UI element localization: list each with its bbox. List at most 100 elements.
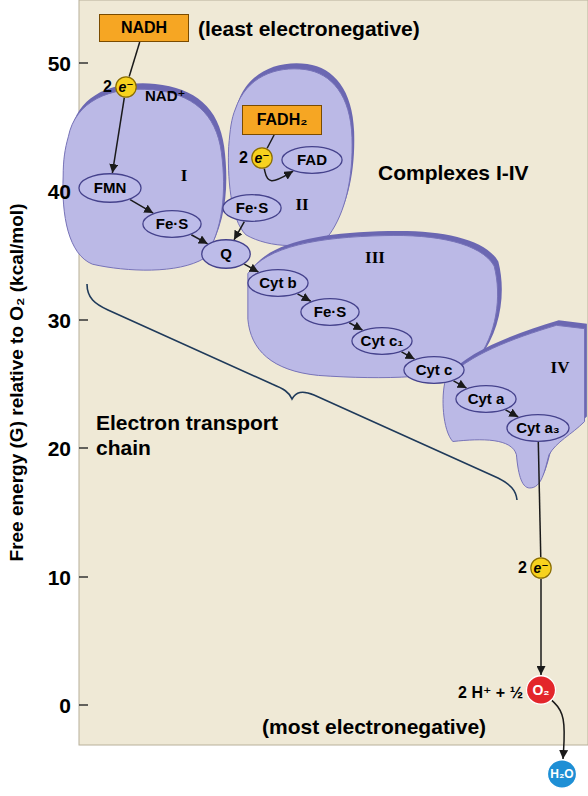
complex-body — [63, 89, 224, 270]
note-label: (most electronegative) — [262, 715, 486, 738]
shape-fill — [143, 211, 201, 238]
tick-label: 20 — [48, 437, 71, 460]
tick-label: 40 — [48, 180, 71, 203]
carrier-text: Cyt c — [416, 361, 453, 379]
electron-flow-arrow — [402, 352, 415, 359]
product-label: NAD⁺ — [145, 87, 185, 104]
shape-fill — [507, 415, 569, 442]
electron-symbol: e⁻ — [254, 151, 269, 165]
carrier-text: Fe·S — [236, 199, 269, 217]
tick-label: 30 — [48, 309, 71, 332]
carrier-text: Cyt a — [468, 390, 505, 408]
reactant-label: 2 H⁺ + ½ — [458, 684, 523, 701]
carrier-text: Cyt c₁ — [361, 332, 404, 350]
electron-flow-arrow — [191, 235, 207, 244]
carrier-ellipse: Cyt b — [247, 269, 309, 297]
axis-title: Free energy (G) relative to O₂ (kcal/mol… — [7, 203, 28, 561]
water-circle: H₂O — [547, 759, 577, 789]
carrier-text: Fe·S — [156, 215, 189, 233]
shape-fill — [282, 147, 342, 174]
complex-i: I FMN Fe·S — [58, 78, 230, 274]
electron-count: 2 — [518, 559, 527, 577]
carrier-text: Cyt a₃ — [516, 419, 560, 437]
complex-numeral: III — [365, 248, 385, 268]
bracket-label: Electron transport chain — [96, 411, 278, 459]
electron-circle: e⁻ — [251, 147, 273, 169]
carrier-ellipse: FMN — [78, 173, 142, 203]
oxygen-circle: O₂ — [526, 675, 556, 705]
carrier-text: Q — [220, 245, 232, 263]
tick-label-slot: 10 — [48, 565, 71, 590]
electron-donor-box: NADH — [99, 14, 189, 42]
formula-text: H₂O — [550, 765, 573, 783]
shape-fill — [248, 270, 308, 297]
complex-body — [443, 325, 584, 488]
tick-label-slot: 20 — [48, 436, 71, 461]
note-label: (least electronegative) — [198, 17, 420, 40]
carrier-text: Cyt b — [259, 274, 297, 292]
formula-text: O₂ — [532, 681, 549, 699]
electron-count: 2 — [239, 149, 248, 167]
carrier-ellipse: FAD — [281, 146, 343, 174]
electron-flow-arrow — [540, 579, 542, 675]
donor-text: FADH₂ — [257, 111, 308, 129]
electron-flow-arrow — [267, 135, 274, 148]
electron-pair: 2 e⁻ — [518, 557, 552, 579]
electron-flow-arrow — [298, 294, 311, 301]
complex-iii: III Cyt b Fe·S Cyt c₁ — [240, 228, 502, 380]
tick-label: 0 — [59, 694, 71, 717]
carrier-text: Fe·S — [314, 303, 347, 321]
carrier-ellipse: Cyt a — [455, 385, 517, 413]
group-label-slot: Complexes I-IV — [378, 160, 529, 185]
electron-circle: e⁻ — [530, 557, 552, 579]
tick-label-slot: 40 — [48, 179, 71, 204]
carrier-ellipse: Fe·S — [142, 210, 202, 238]
electron-flow-arrow — [244, 264, 258, 272]
shape-fill — [404, 357, 464, 384]
electron-flow-arrow — [264, 169, 293, 181]
electron-symbol: e⁻ — [118, 80, 133, 94]
product-label-slot: NAD⁺ — [145, 87, 185, 105]
complex-outline — [58, 78, 230, 274]
axis-title-slot: Free energy (G) relative to O₂ (kcal/mol… — [6, 203, 29, 561]
electron-flow-arrow — [129, 42, 140, 76]
tick-label-slot: 50 — [48, 51, 71, 76]
carrier-ellipse: Fe·S — [222, 194, 282, 222]
shape-fill — [79, 174, 141, 203]
bracket-label-slot: Electron transport chain — [96, 410, 311, 460]
electron-pair: 2 e⁻ — [103, 76, 137, 98]
carrier-text: FMN — [94, 179, 127, 197]
carrier-text: FAD — [297, 151, 327, 169]
shape-fill — [352, 328, 412, 355]
carrier-ellipse: Cyt c₁ — [351, 327, 413, 355]
electron-flow-arrow — [506, 410, 519, 417]
shape-fill — [301, 299, 359, 326]
electron-donor-box: FADH₂ — [242, 105, 322, 135]
electron-flow-arrow — [349, 323, 362, 330]
note-label-slot: (most electronegative) — [262, 714, 486, 739]
complex-iv: IVCyt aCyt a₃ — [438, 322, 586, 488]
electron-flow-arrow — [454, 381, 467, 388]
shape-fill — [202, 240, 251, 269]
electron-disc-fill — [116, 77, 136, 97]
note-label-slot: (least electronegative) — [198, 16, 420, 41]
group-label: Complexes I-IV — [378, 161, 529, 184]
complex-body — [248, 235, 498, 377]
carrier-ellipse: Cyt c — [403, 356, 465, 384]
tick-label-slot: 30 — [48, 308, 71, 333]
electron-count: 2 — [103, 78, 112, 96]
complex-numeral: I — [181, 166, 188, 186]
electron-symbol: e⁻ — [533, 561, 548, 575]
tick-label-slot: 0 — [59, 693, 71, 718]
electron-pair: 2 e⁻ — [239, 147, 273, 169]
electron-disc-fill — [252, 148, 272, 168]
donor-text: NADH — [121, 19, 167, 37]
electron-flow-arrow — [112, 98, 124, 173]
shape-fill — [547, 760, 576, 789]
shape-fill — [456, 386, 516, 413]
electron-flow-arrow — [234, 222, 244, 240]
carrier-ellipse: Cyt a₃ — [506, 414, 570, 442]
electron-flow-arrow — [130, 200, 153, 213]
carrier-ellipse: Q — [201, 239, 251, 269]
